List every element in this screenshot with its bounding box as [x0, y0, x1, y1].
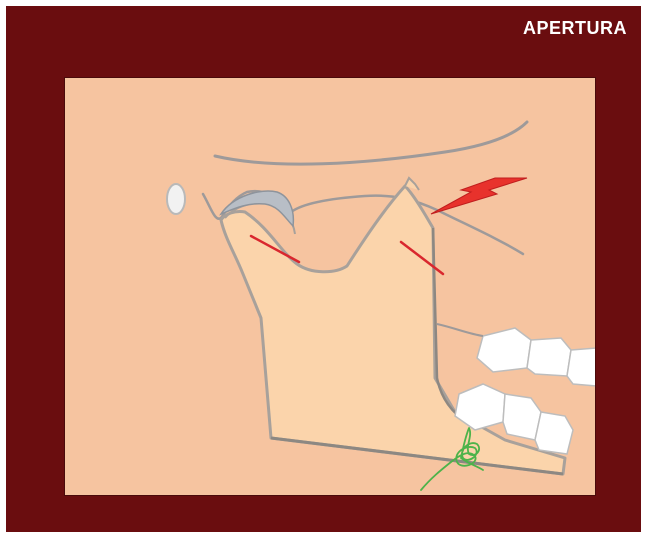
diagram-title: APERTURA: [523, 18, 627, 39]
tooth: [527, 338, 571, 376]
upper-gum-line: [437, 324, 483, 336]
tooth: [567, 348, 596, 386]
lightning-bolt-icon: [431, 178, 527, 214]
tooth: [477, 328, 531, 372]
diagram-panel: [64, 77, 596, 496]
ear-canal-icon: [167, 184, 185, 214]
tooth: [503, 394, 541, 440]
tooth: [535, 412, 573, 454]
diagram-frame: APERTURA: [6, 6, 641, 532]
upper-teeth: [477, 328, 596, 386]
skull-base-line: [215, 122, 527, 164]
jaw-opening-illustration: [65, 78, 596, 496]
